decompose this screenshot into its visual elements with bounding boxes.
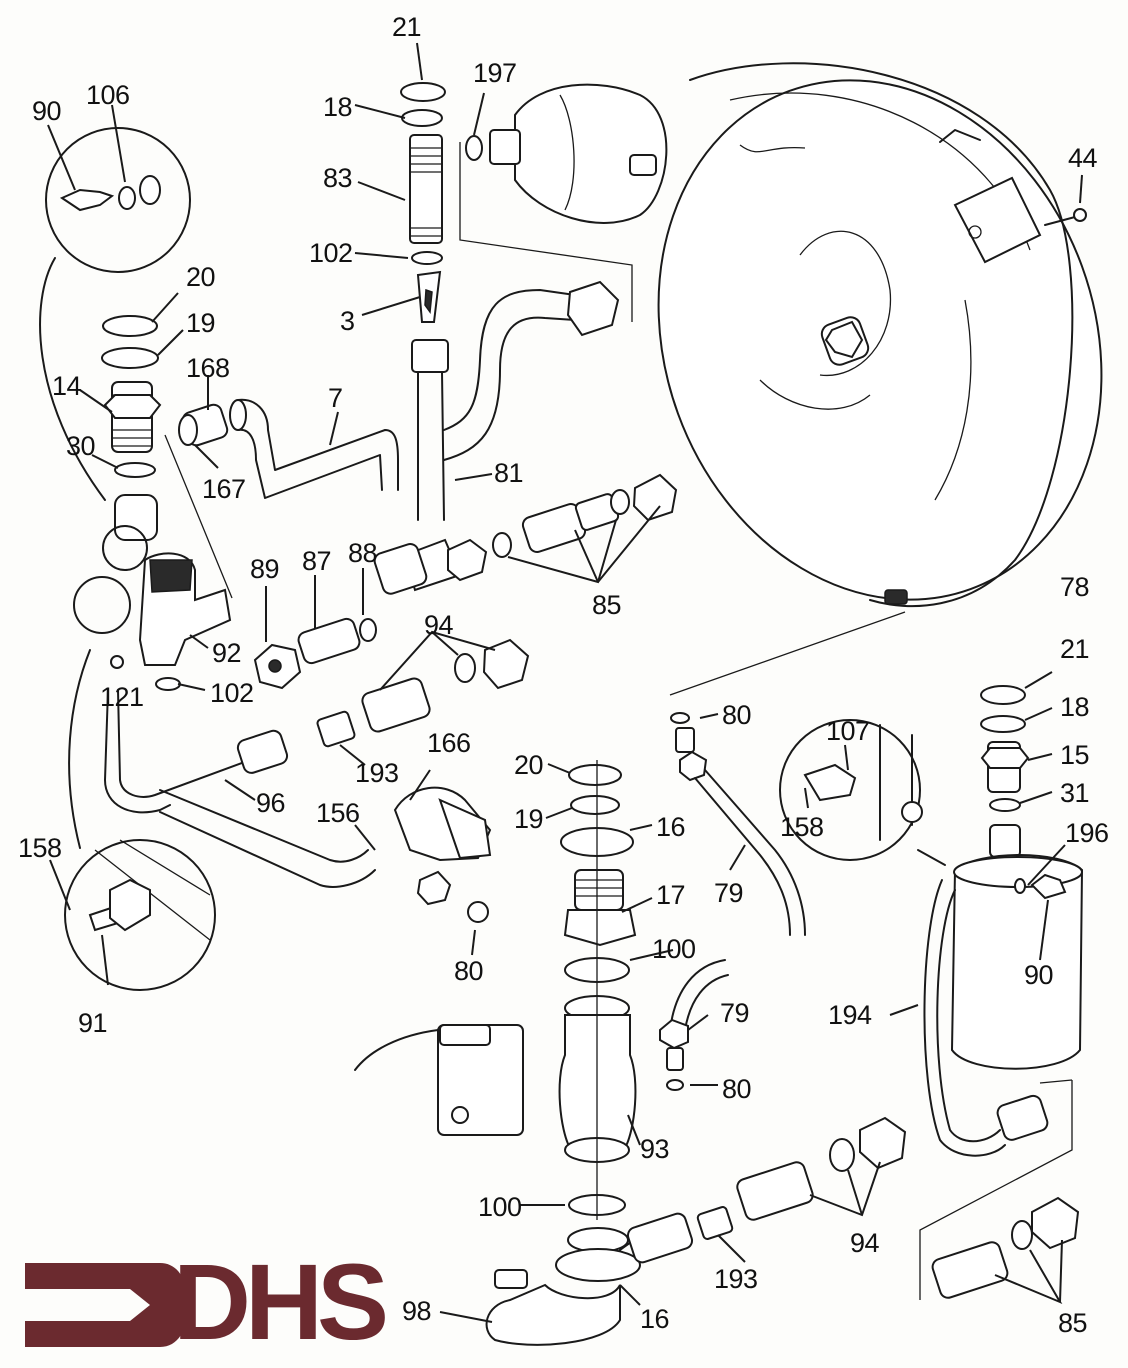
callout-92: 92 <box>212 638 242 668</box>
callout-197: 197 <box>473 58 517 88</box>
callout-44: 44 <box>1068 143 1098 173</box>
pipe-79-drawing <box>659 712 806 1091</box>
screw-44-drawing <box>1044 174 1087 226</box>
cap-nipple-washer <box>253 568 377 690</box>
callout-15: 15 <box>1060 740 1090 770</box>
callout-16: 16 <box>656 812 686 842</box>
dimension-lines <box>164 142 1073 1300</box>
callout-14: 14 <box>52 371 82 401</box>
callout-194: 194 <box>828 1000 872 1030</box>
callout-193-b: 193 <box>714 1264 758 1294</box>
callout-166: 166 <box>427 728 471 758</box>
callout-81: 81 <box>494 458 524 488</box>
callout-193: 193 <box>355 758 399 788</box>
callout-158: 158 <box>780 812 824 842</box>
pump-elbow-98 <box>439 1116 907 1346</box>
callout-102-b: 102 <box>210 678 254 708</box>
callout-21: 21 <box>392 12 422 42</box>
vertical-fitting-stack <box>354 42 449 521</box>
connector-168-167 <box>178 375 229 469</box>
callout-167: 167 <box>202 474 246 504</box>
callout-96: 96 <box>256 788 286 818</box>
callout-158-b: 158 <box>18 833 62 863</box>
callout-3: 3 <box>340 306 355 336</box>
callout-121: 121 <box>100 682 144 712</box>
callout-80: 80 <box>722 700 752 730</box>
dhs-logo-text: DHS <box>173 1241 389 1362</box>
dhs-logo-arrow-icon <box>25 1263 188 1347</box>
callout-30: 30 <box>66 431 96 461</box>
callout-98: 98 <box>402 1296 432 1326</box>
callout-20: 20 <box>186 262 216 292</box>
callout-106: 106 <box>86 80 130 110</box>
valve-kit-85-bottom <box>931 1196 1080 1305</box>
callout-196: 196 <box>1065 818 1109 848</box>
callout-17: 17 <box>656 880 686 910</box>
callout-102: 102 <box>309 238 353 268</box>
pump-and-fittings <box>354 760 674 1220</box>
callout-100-b: 100 <box>478 1192 522 1222</box>
callout-78: 78 <box>1060 572 1090 602</box>
callout-100: 100 <box>652 934 696 964</box>
callout-19-b: 19 <box>514 804 544 834</box>
callout-89: 89 <box>250 554 280 584</box>
callout-18-b: 18 <box>1060 692 1090 722</box>
left-fitting-stack <box>79 292 232 691</box>
callout-80-c: 80 <box>722 1074 752 1104</box>
callout-79: 79 <box>714 878 744 908</box>
callout-21-b: 21 <box>1060 634 1090 664</box>
callout-18: 18 <box>323 92 353 122</box>
callout-88: 88 <box>348 538 378 568</box>
callout-16-b: 16 <box>640 1304 670 1334</box>
pipe-7-drawing <box>229 398 399 499</box>
callout-20-b: 20 <box>514 750 544 780</box>
detail-circles <box>39 104 946 991</box>
right-fitting-stack <box>889 671 1084 1157</box>
callout-79-b: 79 <box>720 998 750 1028</box>
callout-87: 87 <box>302 546 332 576</box>
callout-94-b: 94 <box>850 1228 880 1258</box>
callout-90-b: 90 <box>1024 960 1054 990</box>
callout-90: 90 <box>32 96 62 126</box>
callout-91: 91 <box>78 1008 108 1038</box>
callout-85-b: 85 <box>1058 1308 1088 1338</box>
callout-85: 85 <box>592 590 622 620</box>
callout-94: 94 <box>424 610 454 640</box>
tee-and-valve-85 <box>373 473 678 595</box>
callout-7: 7 <box>328 383 343 413</box>
auto-air-vent <box>465 83 668 224</box>
callout-168: 168 <box>186 353 230 383</box>
expansion-vessel <box>657 62 1103 608</box>
callout-93: 93 <box>640 1134 670 1164</box>
callout-31: 31 <box>1060 778 1090 808</box>
callout-83: 83 <box>323 163 353 193</box>
lower-pipes <box>104 630 530 956</box>
callout-107: 107 <box>826 716 870 746</box>
callout-156: 156 <box>316 798 360 828</box>
callout-19: 19 <box>186 308 216 338</box>
callout-80-b: 80 <box>454 956 484 986</box>
pipe-81-drawing <box>443 280 620 481</box>
